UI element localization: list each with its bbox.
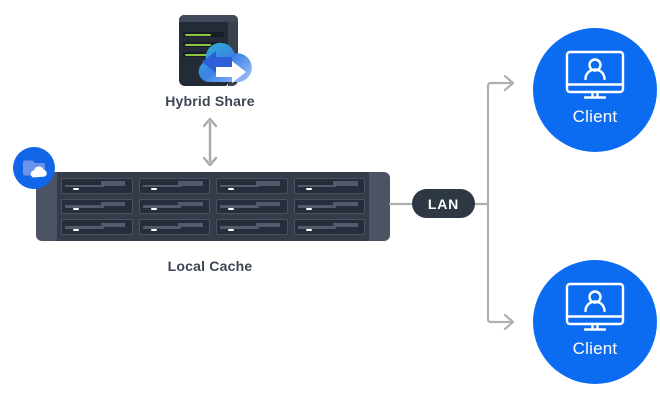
drive-bay: [216, 219, 288, 235]
drive-led: [305, 229, 312, 231]
led-green-bar: [185, 53, 211, 56]
drive-bay: [216, 178, 288, 194]
tower-slot: [183, 32, 224, 37]
drive-bay: [138, 198, 210, 215]
tower-slot: [183, 42, 224, 47]
sync-arrow-left: [202, 51, 232, 73]
monitor-user-icon: [565, 50, 625, 99]
drive-led: [305, 187, 312, 190]
drive-led: [73, 187, 80, 190]
client-node-bottom: Client: [533, 260, 657, 384]
drive-led: [228, 187, 235, 190]
lan-badge: LAN: [412, 189, 475, 218]
sync-arrow-right: [216, 61, 246, 83]
client-node-top: Client: [533, 28, 657, 152]
drive-bay: [138, 178, 210, 194]
drive-bay: [293, 219, 365, 235]
tower-top-cap: [179, 15, 238, 22]
drive-bay: [61, 198, 133, 215]
drive-led: [73, 208, 80, 211]
drive-led: [73, 229, 80, 231]
monitor-user-icon: [565, 282, 625, 331]
drive-bay: [61, 219, 133, 235]
drive-led: [305, 208, 312, 211]
drive-led: [228, 229, 235, 231]
sync-double-arrow-icon: [202, 117, 218, 167]
drive-led: [150, 229, 157, 231]
client-label: Client: [572, 107, 618, 126]
drive-bay: [138, 219, 210, 235]
arrow-right-top: [503, 74, 515, 92]
drive-led: [228, 208, 235, 211]
cloud-sync-icon: [198, 42, 252, 83]
drive-bay: [61, 178, 133, 194]
led-green-bar: [185, 43, 211, 46]
drive-bay-grid: [61, 178, 365, 235]
client-label: Client: [572, 339, 618, 358]
led-green-bar: [185, 33, 211, 36]
drive-led: [150, 187, 157, 190]
drive-bay: [293, 178, 365, 194]
drive-led: [150, 208, 157, 211]
tower-slot: [183, 52, 224, 57]
nas-device: [36, 172, 390, 241]
arrow-right-bottom: [503, 313, 515, 331]
drive-bay: [293, 198, 365, 215]
folder-cloud-badge: [13, 147, 55, 189]
local-cache-label: Local Cache: [167, 258, 253, 274]
lan-label: LAN: [427, 195, 460, 212]
folder-cloud-icon: [23, 160, 47, 178]
hybrid-share-label: Hybrid Share: [165, 93, 255, 109]
trunk-line: [486, 81, 514, 324]
drive-bay: [216, 198, 288, 215]
